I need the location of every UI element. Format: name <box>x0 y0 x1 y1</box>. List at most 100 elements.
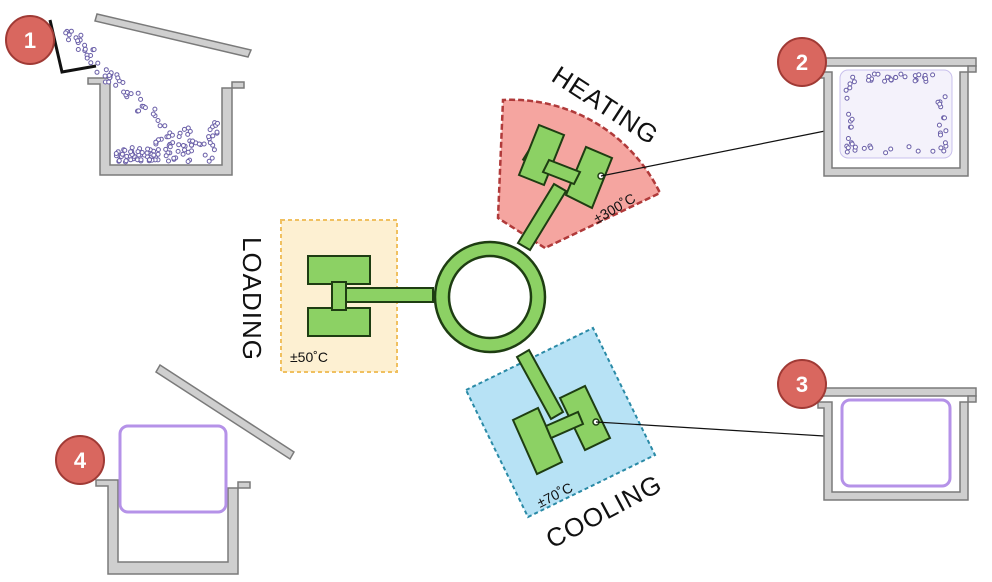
powder-particle <box>847 85 853 91</box>
powder-particle <box>95 60 101 66</box>
loading-zone-label: LOADING <box>237 237 267 361</box>
powder-particle <box>155 118 161 123</box>
step-2-heated-mold <box>817 57 977 177</box>
powder-particle <box>163 153 169 159</box>
heating-mold-holder-left <box>517 123 566 187</box>
step-badge-4: 4 <box>55 435 105 485</box>
powder-particle <box>75 47 81 52</box>
powder-particle <box>88 60 94 66</box>
powder-particle <box>848 124 854 130</box>
powder-particle <box>888 77 894 83</box>
loading-mold-holder-bottom <box>307 307 371 337</box>
step-badge-2: 2 <box>777 37 827 87</box>
powder-particle <box>138 96 144 102</box>
powder-particle <box>129 145 135 151</box>
powder-particle <box>128 157 134 163</box>
powder-particle <box>180 151 186 157</box>
loading-mold-spindle <box>331 281 347 311</box>
rotating-arm-machine <box>307 123 614 476</box>
powder-particle <box>846 111 852 117</box>
powder-particle <box>215 120 220 126</box>
powder-particle <box>916 72 922 78</box>
powder-particle <box>115 75 121 81</box>
powder-particle <box>875 71 881 77</box>
powder-particle <box>142 105 148 111</box>
powder-particle <box>176 134 182 140</box>
powder-particle <box>936 122 942 128</box>
powder-particle <box>211 147 217 153</box>
powder-particle <box>912 78 918 84</box>
powder-particle <box>136 108 142 114</box>
powder-particle <box>155 151 161 157</box>
step-badge-3: 3 <box>777 359 827 409</box>
heating-mold-spindle <box>541 158 582 186</box>
powder-particle <box>66 32 72 38</box>
svg-text:1: 1 <box>24 28 36 53</box>
powder-particle <box>202 152 208 158</box>
powder-particle <box>902 74 908 80</box>
powder-particle <box>139 150 145 155</box>
step-1-powder-loading <box>48 13 253 176</box>
powder-particle <box>94 69 100 75</box>
powder-particle <box>214 129 220 135</box>
cooling-mold-spindle <box>544 410 585 440</box>
powder-particle <box>162 123 168 129</box>
powder-particle <box>189 142 194 148</box>
powder-particle <box>167 144 173 150</box>
heating-mold-holder-right <box>564 145 614 210</box>
powder-particle <box>201 141 207 147</box>
powder-particle <box>153 139 159 145</box>
powder-particle <box>942 115 947 121</box>
svg-text:4: 4 <box>74 448 87 473</box>
powder-particle <box>844 95 850 101</box>
cooling-mold-holder-left <box>511 406 564 476</box>
powder-particle <box>190 138 196 144</box>
powder-particle <box>152 106 158 112</box>
formed-product-step-4 <box>118 424 228 514</box>
cooling-arm <box>515 348 565 421</box>
powder-particle <box>906 144 912 150</box>
powder-particle <box>106 79 112 85</box>
powder-particle <box>843 87 849 93</box>
powder-particle <box>144 150 150 156</box>
powder-particle <box>844 149 850 155</box>
powder-particle <box>861 145 867 151</box>
powder-particle <box>182 147 187 153</box>
powder-particle <box>176 142 182 148</box>
powder-particle <box>852 144 858 150</box>
powder-particle <box>943 128 949 134</box>
powder-particle <box>147 157 152 163</box>
powder-particle <box>849 116 855 122</box>
powder-particle <box>78 32 84 38</box>
powder-particle <box>84 55 90 61</box>
powder-particle <box>942 140 948 146</box>
powder-particle <box>845 145 851 151</box>
powder-particle <box>942 94 948 100</box>
powder-particle <box>82 46 88 52</box>
powder-particle <box>151 152 157 158</box>
powder-particle <box>207 140 213 146</box>
powder-particle <box>138 157 144 163</box>
powder-particle <box>113 82 119 88</box>
powder-particle <box>102 73 108 79</box>
powder-particle <box>206 158 212 164</box>
powder-particle <box>175 148 181 154</box>
powder-particle <box>898 71 904 77</box>
powder-particle <box>888 146 894 152</box>
powder-particle <box>937 101 943 107</box>
powder-particle <box>209 155 215 161</box>
connector-cooling-to-step-3 <box>595 421 825 437</box>
powder-particle <box>849 141 855 147</box>
powder-particle <box>75 38 81 44</box>
step-4-demolding <box>95 363 296 575</box>
loading-mold-holder-top <box>307 255 371 285</box>
powder-particle <box>915 148 921 154</box>
step-3-cooling-mold <box>817 387 977 501</box>
powder-particle <box>847 81 853 87</box>
powder-particle <box>91 47 97 52</box>
powder-particle <box>119 151 125 157</box>
loading-temp-label: ±50˚C <box>290 349 328 365</box>
powder-particle <box>180 143 186 148</box>
powder-particle <box>116 158 122 164</box>
powder-particle <box>135 149 141 155</box>
